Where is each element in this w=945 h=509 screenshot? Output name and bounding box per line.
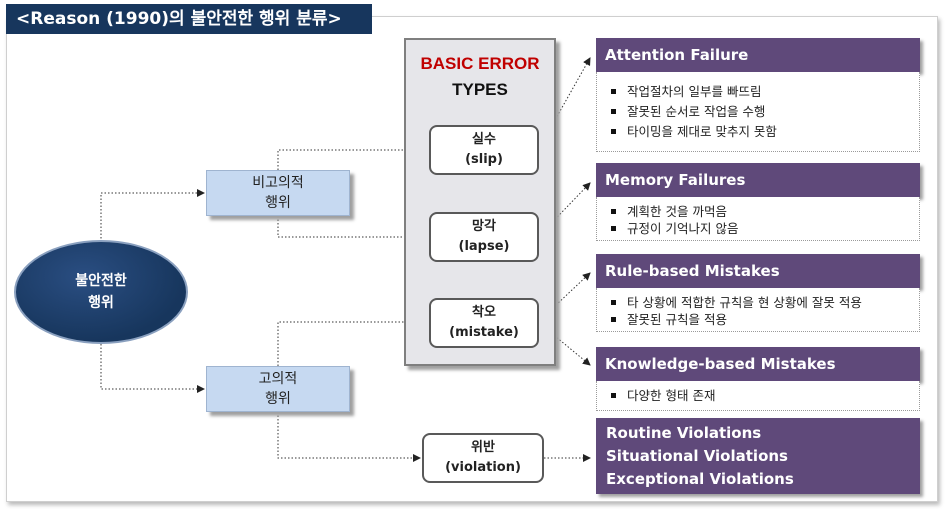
- diagram-title: <Reason (1990)의 불안전한 행위 분류>: [6, 4, 372, 34]
- list-item: 잘못된 순서로 작업을 수행: [609, 102, 911, 122]
- rule-based-mistakes-header: Rule-based Mistakes: [596, 254, 920, 288]
- list-item: 계획한 것을 까먹음: [609, 203, 911, 220]
- mistake-node: 착오 (mistake): [429, 298, 539, 348]
- lapse-en: (lapse): [458, 239, 510, 254]
- connector-unintentional-lapse: [277, 216, 428, 241]
- mistake-ko: 착오: [472, 305, 496, 320]
- slip-ko: 실수: [472, 132, 496, 147]
- connector-root-unintentional: [100, 189, 205, 242]
- list-item: 타 상황에 적합한 규칙을 현 상황에 잘못 적용: [609, 294, 911, 311]
- unintentional-line2: 행위: [265, 195, 291, 211]
- column-title-basic-error: BASIC ERROR: [420, 54, 540, 73]
- violation-node: 위반 (violation): [422, 433, 544, 483]
- intentional-act-node: 고의적 행위: [206, 366, 350, 412]
- connector-root-intentional: [100, 344, 205, 393]
- list-item: 타이밍을 제대로 맞추지 못함: [609, 122, 911, 142]
- unsafe-act-line2: 행위: [88, 295, 114, 311]
- attention-failure-header: Attention Failure: [596, 38, 920, 72]
- unsafe-act-line1: 불안전한: [75, 273, 127, 289]
- lapse-node: 망각 (lapse): [429, 212, 539, 262]
- intentional-line2: 행위: [265, 391, 291, 407]
- violation-type-routine: Routine Violations: [606, 424, 762, 442]
- unintentional-line1: 비고의적: [252, 175, 304, 191]
- column-title-types: TYPES: [452, 80, 508, 99]
- list-item: 잘못된 규칙을 적용: [609, 311, 911, 328]
- memory-failures-list: 계획한 것을 까먹음 규정이 기억나지 않음: [596, 197, 920, 241]
- knowledge-based-mistakes-header: Knowledge-based Mistakes: [596, 347, 920, 381]
- lapse-ko: 망각: [472, 219, 496, 234]
- violations-panel: Routine Violations Situational Violation…: [596, 418, 920, 494]
- slip-en: (slip): [465, 152, 503, 167]
- violation-ko: 위반: [471, 440, 495, 455]
- knowledge-based-mistakes-list: 다양한 형태 존재: [596, 381, 920, 411]
- connector-intentional-mistake: [277, 318, 428, 366]
- attention-failure-list: 작업절차의 일부를 빠뜨림 잘못된 순서로 작업을 수행 타이밍을 제대로 맞추…: [596, 72, 920, 152]
- rule-based-mistakes-list: 타 상황에 적합한 규칙을 현 상황에 잘못 적용 잘못된 규칙을 적용: [596, 288, 920, 332]
- connector-intentional-violation: [277, 412, 421, 462]
- connector-unintentional-slip: [277, 146, 428, 170]
- list-item: 다양한 형태 존재: [609, 387, 911, 404]
- list-item: 규정이 기억나지 않음: [609, 220, 911, 237]
- violation-en: (violation): [445, 460, 521, 475]
- unintentional-act-node: 비고의적 행위: [206, 170, 350, 216]
- list-item: 작업절차의 일부를 빠뜨림: [609, 82, 911, 102]
- memory-failures-header: Memory Failures: [596, 163, 920, 197]
- slip-node: 실수 (slip): [429, 125, 539, 175]
- violation-type-exceptional: Exceptional Violations: [606, 470, 794, 488]
- violation-type-situational: Situational Violations: [606, 447, 788, 465]
- unsafe-act-node: 불안전한 행위: [14, 240, 188, 344]
- intentional-line1: 고의적: [258, 371, 298, 387]
- mistake-en: (mistake): [449, 325, 519, 340]
